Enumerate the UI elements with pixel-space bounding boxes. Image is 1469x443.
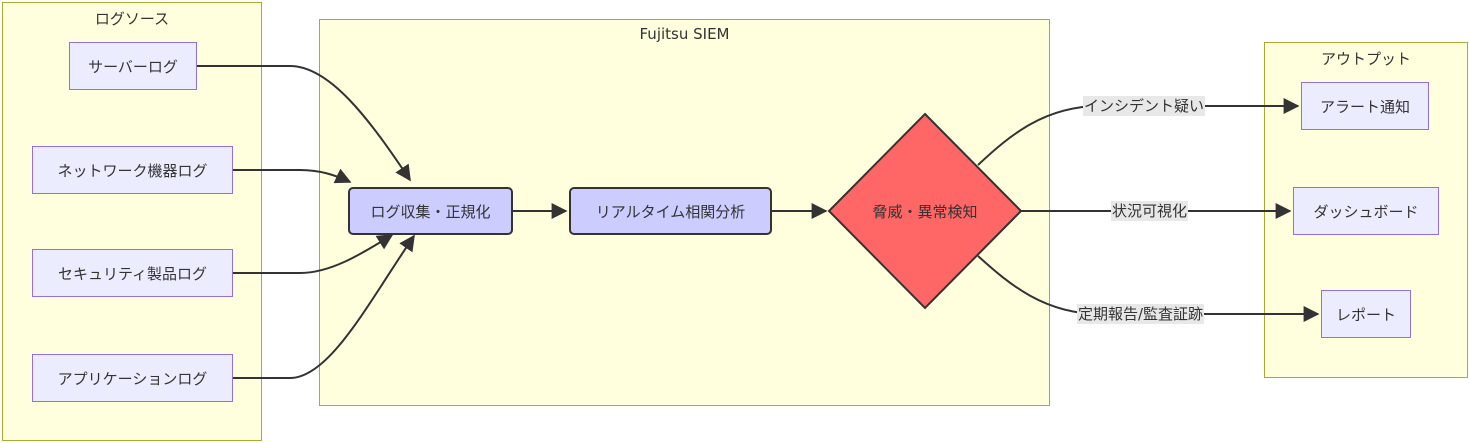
node-security-log: セキュリティ製品ログ: [32, 249, 233, 297]
cluster-title-output: アウトプット: [1320, 50, 1411, 68]
node-realtime-analysis: リアルタイム相関分析: [569, 187, 772, 235]
node-threat-detect: 脅威・異常検知: [872, 202, 978, 221]
cluster-title-siem: Fujitsu SIEM: [639, 25, 730, 43]
node-network-log: ネットワーク機器ログ: [32, 146, 233, 194]
node-alert: アラート通知: [1301, 82, 1429, 130]
cluster-title-log-sources: ログソース: [94, 10, 170, 28]
edge-label-incident: インシデント疑い: [1083, 96, 1206, 116]
node-report: レポート: [1321, 290, 1411, 338]
node-application-log: アプリケーションログ: [32, 354, 233, 402]
edge-label-visualize: 状況可視化: [1111, 201, 1189, 221]
node-log-collect: ログ収集・正規化: [348, 187, 513, 235]
edge-label-report: 定期報告/監査証跡: [1077, 304, 1205, 324]
node-dashboard: ダッシュボード: [1293, 187, 1439, 235]
node-server-log: サーバーログ: [69, 42, 197, 90]
